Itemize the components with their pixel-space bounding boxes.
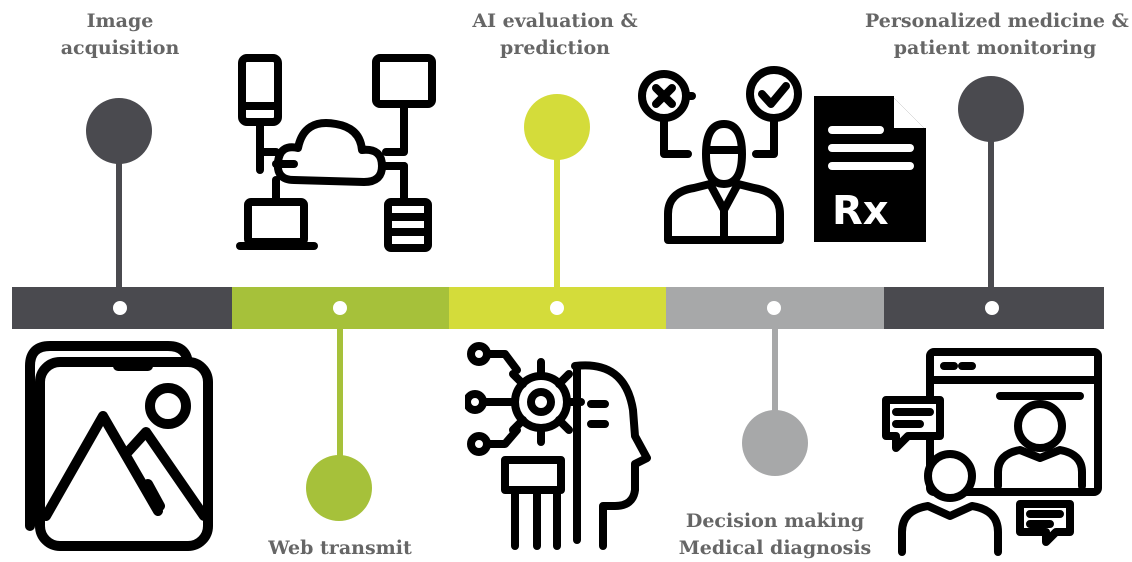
segment-dot xyxy=(113,301,127,315)
prescription-icon: Rx xyxy=(814,96,926,242)
stage-4-label: Decision making Medical diagnosis xyxy=(670,508,880,562)
stage-3-label-line2: prediction xyxy=(500,37,610,59)
ai-head-gear-icon xyxy=(465,342,651,550)
stage-1-stem xyxy=(116,150,122,290)
segment-dot xyxy=(550,301,564,315)
stage-2-label: Web transmit xyxy=(240,535,440,562)
stage-2-label-line1: Web transmit xyxy=(268,537,412,559)
doctor-decision-icon xyxy=(638,66,802,244)
stage-2-node xyxy=(306,455,372,521)
stage-1-label-line2: acquisition xyxy=(60,37,180,59)
stage-2-stem xyxy=(337,326,343,466)
telemedicine-icon xyxy=(882,348,1102,556)
segment-dot xyxy=(985,301,999,315)
stage-5-label-line2: patient monitoring xyxy=(893,37,1097,59)
stage-1-label: Image acquisition xyxy=(40,8,200,62)
image-gallery-icon xyxy=(25,341,213,551)
stage-1-label-line1: Image xyxy=(86,10,154,32)
stage-4-label-line1: Decision making xyxy=(685,510,865,532)
prescription-mark: Rx xyxy=(832,188,889,234)
timeline-segment-3 xyxy=(449,287,666,329)
timeline-segment-2 xyxy=(232,287,449,329)
stage-3-label-line1: AI evaluation & xyxy=(472,10,638,32)
stage-4-stem xyxy=(772,326,778,426)
cloud-network-icon xyxy=(236,54,436,252)
stage-3-node xyxy=(524,94,590,160)
segment-dot xyxy=(767,301,781,315)
timeline-segment-1 xyxy=(12,287,232,329)
stage-5-label: Personalized medicine & patient monitori… xyxy=(865,8,1129,62)
stage-3-label: AI evaluation & prediction xyxy=(440,8,670,62)
stage-5-stem xyxy=(988,130,994,290)
stage-5-node xyxy=(958,76,1024,142)
stage-3-stem xyxy=(554,150,560,290)
stage-5-label-line1: Personalized medicine & xyxy=(865,10,1129,32)
timeline-segment-5 xyxy=(884,287,1104,329)
timeline-segment-4 xyxy=(666,287,884,329)
stage-4-node xyxy=(742,410,808,476)
stage-1-node xyxy=(86,98,152,164)
segment-dot xyxy=(333,301,347,315)
stage-4-label-line2: Medical diagnosis xyxy=(678,537,872,559)
